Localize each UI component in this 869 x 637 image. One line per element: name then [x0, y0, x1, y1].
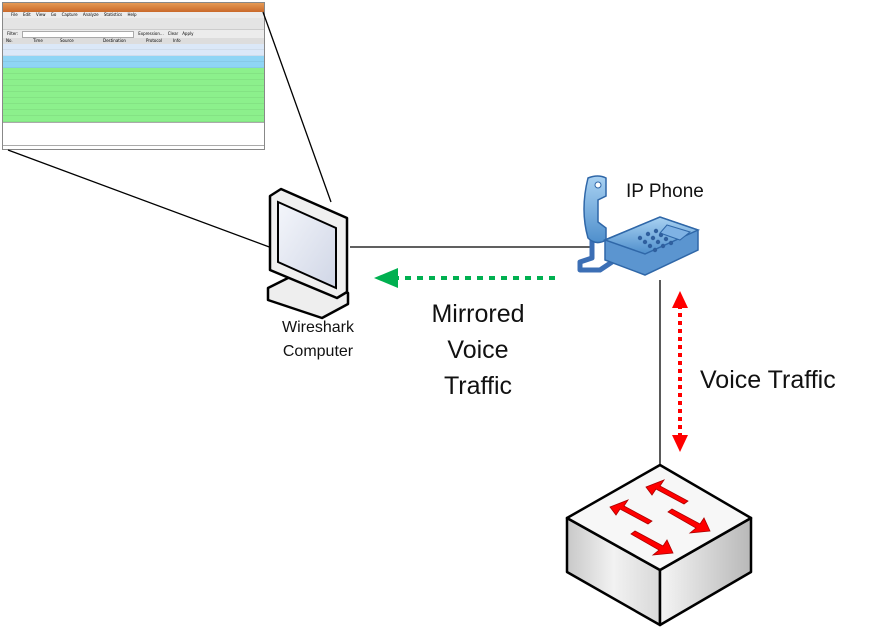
packet-row	[3, 50, 264, 56]
packet-row	[3, 56, 264, 62]
voice-traffic-label: Voice Traffic	[700, 366, 836, 394]
computer-label-line1: Wireshark	[281, 319, 354, 336]
packet-row	[3, 74, 264, 80]
ip-phone-label: IP Phone	[626, 181, 704, 202]
computer-icon	[266, 187, 350, 320]
wireshark-computer-label: Wireshark Computer	[258, 316, 378, 364]
ip-phone-icon	[577, 175, 701, 276]
expression-button: Expression...	[138, 31, 164, 36]
wireshark-toolbar	[3, 18, 264, 30]
col-protocol: Protocol	[146, 38, 163, 43]
packet-row	[3, 86, 264, 92]
voice-arrowhead-up	[672, 291, 688, 308]
packet-row	[3, 80, 264, 86]
wireshark-filter-bar: Filter: Expression... Clear Apply	[3, 30, 264, 38]
packet-row	[3, 98, 264, 104]
col-destination: Destination	[103, 38, 126, 43]
col-no: No.	[6, 38, 13, 43]
apply-button: Apply	[182, 31, 194, 36]
wireshark-title-bar	[3, 3, 264, 12]
wireshark-screenshot: File Edit View Go Capture Analyze Statis…	[2, 2, 265, 150]
packet-list	[3, 44, 264, 122]
clear-button: Clear	[167, 31, 179, 36]
menu-view: View	[36, 12, 46, 17]
mirrored-label-line3: Traffic	[443, 372, 513, 400]
packet-list-header: No. Time Source Destination Protocol Inf…	[3, 38, 264, 44]
menu-statistics: Statistics	[103, 12, 123, 17]
packet-row	[3, 44, 264, 50]
callout-line-top	[262, 11, 332, 203]
menu-help: Help	[127, 12, 137, 17]
mirrored-arrowhead	[374, 268, 398, 288]
packet-details	[3, 122, 264, 145]
packet-row	[3, 62, 264, 68]
menu-capture: Capture	[61, 12, 78, 17]
voice-arrowhead-down	[672, 435, 688, 452]
switch-icon	[565, 463, 753, 627]
packet-row	[3, 116, 264, 122]
filter-label: Filter:	[7, 31, 19, 36]
col-source: Source	[60, 38, 74, 43]
filter-input	[22, 30, 135, 38]
menu-edit: Edit	[22, 12, 31, 17]
col-info: Info	[173, 38, 181, 43]
col-time: Time	[33, 38, 43, 43]
callout-line-bottom	[7, 149, 273, 249]
packet-bytes	[3, 145, 264, 149]
mirrored-traffic-label: Mirrored Voice Traffic	[398, 296, 558, 404]
packet-row	[3, 68, 264, 74]
mirrored-label-line2: Voice	[447, 336, 509, 364]
mirrored-label-line1: Mirrored	[431, 300, 525, 328]
packet-row	[3, 92, 264, 98]
computer-label-line2: Computer	[282, 343, 354, 360]
packet-row	[3, 110, 264, 116]
menu-go: Go	[50, 12, 57, 17]
wireshark-menu-bar: File Edit View Go Capture Analyze Statis…	[3, 12, 264, 18]
packet-row	[3, 104, 264, 110]
menu-analyze: Analyze	[82, 12, 99, 17]
menu-file: File	[11, 12, 18, 17]
